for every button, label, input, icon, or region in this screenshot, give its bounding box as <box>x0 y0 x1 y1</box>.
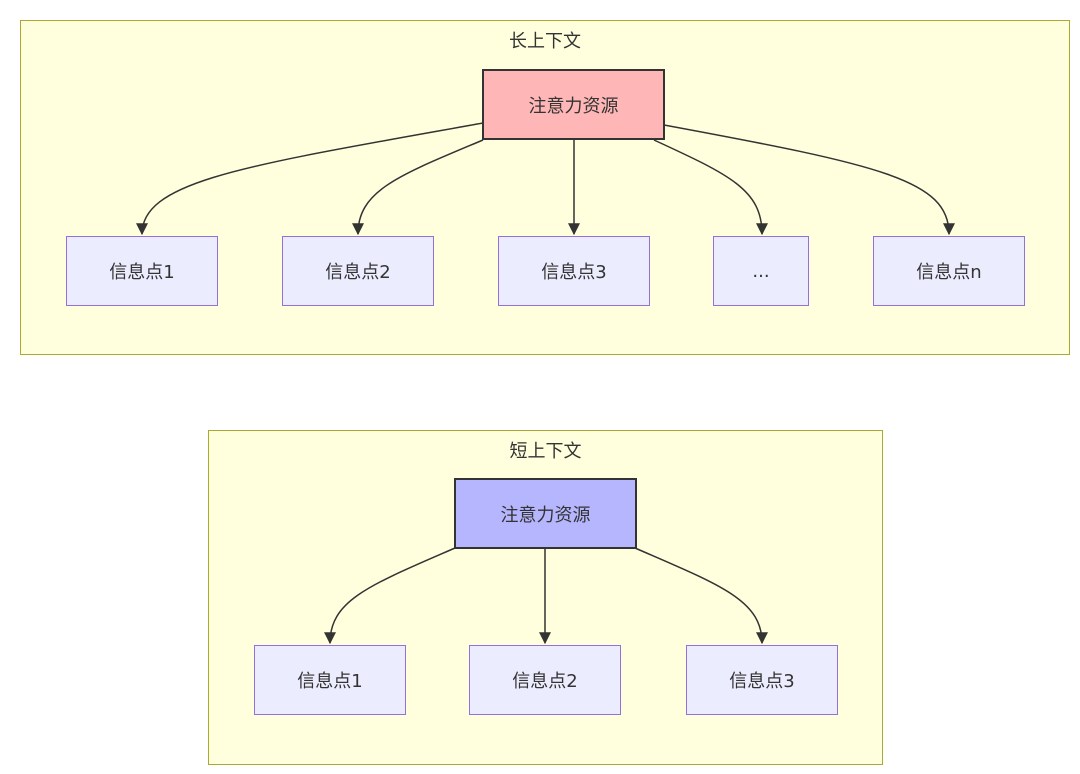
long-info-label-2: 信息点2 <box>325 262 391 283</box>
long-info-node-2: 信息点2 <box>282 236 434 306</box>
long-info-label-n: 信息点n <box>916 262 982 283</box>
long-attention-root-node: 注意力资源 <box>482 69 665 140</box>
long-info-label-ellipsis: ... <box>752 260 770 282</box>
edge-long-1 <box>136 122 484 236</box>
short-context-title: 短上下文 <box>509 441 582 462</box>
long-context-title: 长上下文 <box>509 31 581 52</box>
long-attention-root-label: 注意力资源 <box>528 95 619 117</box>
long-info-label-3: 信息点3 <box>541 262 607 283</box>
short-attention-root-label: 注意力资源 <box>500 504 591 526</box>
short-info-node-2: 信息点2 <box>469 645 621 715</box>
edge-short-3 <box>634 547 768 645</box>
long-info-label-1: 信息点1 <box>109 262 175 283</box>
long-info-node-3: 信息点3 <box>498 236 650 306</box>
edge-long-5 <box>663 124 955 236</box>
long-info-node-n: 信息点n <box>873 236 1025 306</box>
edge-long-4 <box>653 139 768 236</box>
long-info-node-1: 信息点1 <box>66 236 218 306</box>
short-attention-root-node: 注意力资源 <box>454 478 637 549</box>
edge-long-2 <box>352 139 484 236</box>
long-info-node-ellipsis: ... <box>713 236 809 306</box>
edge-short-1 <box>324 547 456 645</box>
short-info-node-1: 信息点1 <box>254 645 406 715</box>
short-info-label-3: 信息点3 <box>729 671 795 692</box>
short-info-label-1: 信息点1 <box>297 671 363 692</box>
short-info-node-3: 信息点3 <box>686 645 838 715</box>
short-info-label-2: 信息点2 <box>512 671 578 692</box>
